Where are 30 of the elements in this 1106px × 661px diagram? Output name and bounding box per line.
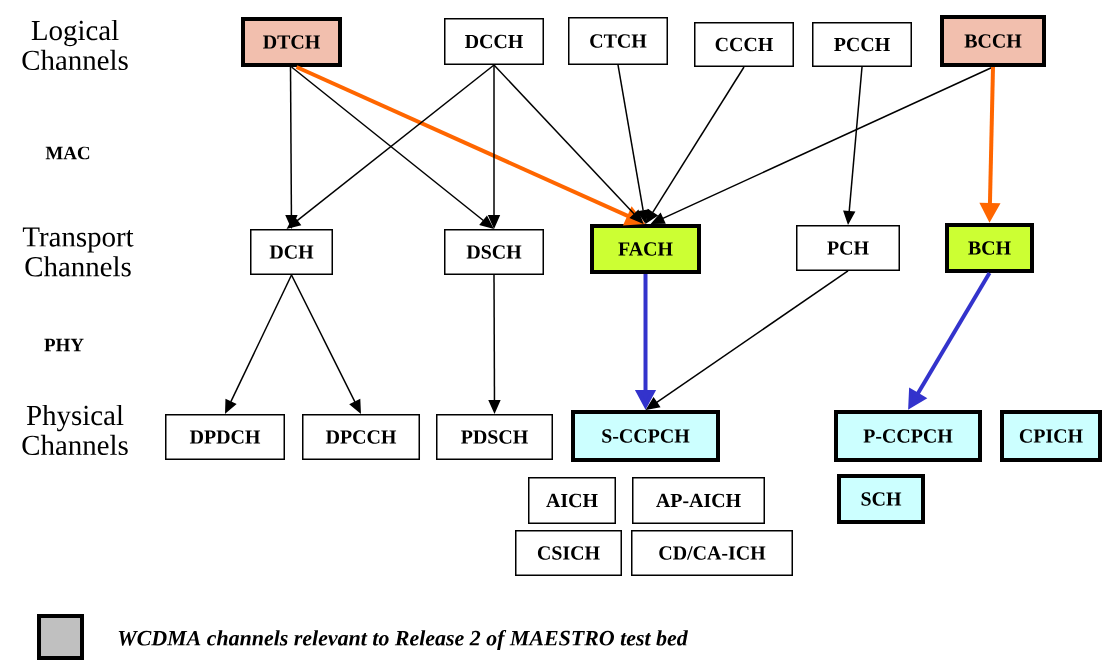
channel-box: DPDCH: [165, 414, 285, 460]
sublayer-label: MAC: [45, 146, 90, 160]
channel-box: PCCH: [812, 22, 912, 67]
layer-label: Transport Channels: [22, 227, 134, 277]
channel-box: DCH: [250, 229, 333, 275]
channel-box: BCH: [945, 223, 1034, 273]
channel-box: AICH: [528, 477, 616, 524]
channel-box: CSICH: [515, 530, 622, 576]
channel-box: DCCH: [444, 18, 544, 65]
sublayer-label: PHY: [44, 338, 84, 352]
channel-box: FACH: [590, 224, 701, 274]
layer-label: Physical Channels: [22, 404, 128, 456]
channel-box: DTCH: [241, 17, 342, 67]
arrow: [645, 66, 745, 224]
channel-box: CD/CA-ICH: [631, 530, 793, 576]
channel-box: S-CCPCH: [571, 410, 720, 462]
arrow: [290, 274, 361, 414]
channel-box: CPICH: [1000, 410, 1102, 462]
channel-box: P-CCPCH: [834, 410, 982, 462]
channel-box: CTCH: [568, 17, 668, 65]
channel-box: BCCH: [940, 15, 1046, 67]
channel-box: SCH: [837, 474, 925, 524]
channel-box: CCCH: [694, 22, 794, 67]
legend-text: WCDMA channels relevant to Release 2 of MAESTRO test bed: [118, 629, 688, 651]
channel-box: PDSCH: [436, 414, 553, 460]
layer-label: Logical Channels: [22, 19, 128, 71]
channel-box: PCH: [796, 225, 900, 271]
channel-box: DSCH: [444, 229, 544, 275]
channel-box: DPCCH: [302, 414, 420, 460]
channel-box: AP-AICH: [632, 477, 765, 524]
